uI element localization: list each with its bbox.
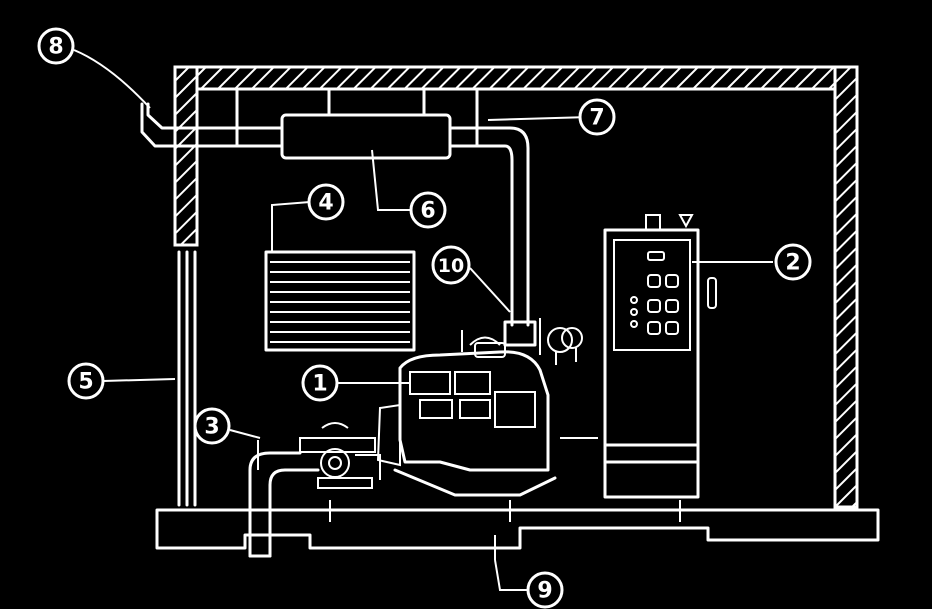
control-cabinet — [603, 214, 717, 499]
leader-lines — [73, 49, 773, 591]
roof-wall — [173, 65, 857, 91]
base-frame — [155, 500, 880, 560]
left-wall-opening — [177, 250, 197, 507]
callout-4: 4 — [307, 183, 345, 221]
left-wall-upper — [173, 65, 199, 247]
radiator — [264, 250, 416, 352]
callout-10: 10 — [431, 245, 471, 285]
leader-4 — [271, 201, 311, 252]
callout-5-label: 5 — [78, 370, 93, 395]
engine — [299, 318, 598, 497]
water-inlet-pipe — [248, 440, 320, 558]
leader-5 — [102, 378, 176, 382]
callout-10-label: 10 — [438, 255, 464, 277]
callout-5: 5 — [67, 362, 105, 400]
leader-9 — [494, 559, 528, 591]
room-walls — [173, 65, 859, 509]
callout-9-label: 9 — [537, 579, 552, 604]
leader-7 — [487, 116, 591, 121]
callout-4-label: 4 — [318, 191, 333, 216]
callout-1-label: 1 — [312, 372, 327, 397]
callout-3: 3 — [193, 407, 231, 445]
callout-6: 6 — [409, 191, 447, 229]
callout-8: 8 — [37, 27, 75, 65]
callout-7: 7 — [578, 98, 616, 136]
leader-3 — [229, 429, 261, 439]
callout-1: 1 — [301, 364, 339, 402]
callout-9: 9 — [526, 571, 564, 609]
leader-8 — [73, 49, 151, 109]
silencer — [280, 113, 452, 160]
callout-3-label: 3 — [204, 415, 219, 440]
right-wall — [833, 65, 859, 509]
callout-6-label: 6 — [420, 199, 435, 224]
callout-2-label: 2 — [785, 251, 800, 276]
callout-2: 2 — [774, 243, 812, 281]
callout-7-label: 7 — [589, 106, 604, 131]
leader-6 — [371, 149, 412, 211]
leader-10 — [469, 267, 511, 313]
callout-8-label: 8 — [48, 35, 63, 60]
exhaust-system — [140, 87, 530, 327]
